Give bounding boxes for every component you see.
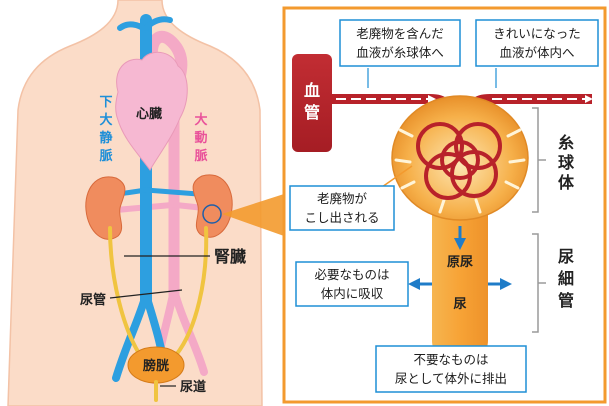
- svg-text:体: 体: [558, 173, 575, 192]
- svg-text:脈: 脈: [194, 148, 207, 164]
- kidney-label: 腎臓: [214, 247, 246, 266]
- ureters: [108, 226, 209, 357]
- urine-label: 尿: [453, 297, 466, 312]
- renal-tubule: [432, 202, 488, 356]
- callout-filtered: 老廃物が こし出される: [289, 185, 395, 231]
- heart-label: 心臓: [136, 106, 162, 122]
- callout-excrete: 不要なものは 尿として体外に排出: [375, 345, 527, 393]
- svg-text:きれいになった: きれいになった: [493, 26, 581, 41]
- primary-urine-label: 原尿: [447, 255, 473, 270]
- vena-cava-label: 下 大 静 脈: [99, 95, 112, 164]
- blood-vessel-label: 血 管: [304, 81, 320, 122]
- svg-text:尿として体外に排出: 尿として体外に排出: [395, 371, 507, 386]
- svg-text:大: 大: [99, 112, 112, 128]
- bladder-label: 膀胱: [142, 358, 169, 374]
- svg-text:こし出される: こし出される: [304, 210, 379, 225]
- svg-text:必要なものは: 必要なものは: [314, 267, 389, 282]
- svg-text:下: 下: [99, 95, 112, 110]
- svg-text:脈: 脈: [99, 148, 112, 164]
- glomerulus-label: 糸 球 体: [558, 133, 575, 192]
- svg-text:球: 球: [558, 153, 575, 172]
- svg-text:大: 大: [194, 112, 207, 128]
- callout-waste-blood: 老廃物を含んだ 血液が糸球体へ: [339, 19, 461, 67]
- svg-text:静: 静: [99, 130, 112, 146]
- renal-tubule-label: 尿 細 管: [558, 247, 574, 310]
- urethra-label: 尿道: [180, 379, 206, 395]
- callout-reabsorb: 必要なものは 体内に吸収: [295, 261, 409, 307]
- heart: [115, 51, 188, 171]
- svg-text:血液が体内へ: 血液が体内へ: [499, 45, 574, 60]
- svg-text:血液が糸球体へ: 血液が糸球体へ: [356, 45, 444, 60]
- svg-text:細: 細: [558, 269, 574, 288]
- svg-text:老廃物を含んだ: 老廃物を含んだ: [356, 26, 444, 41]
- callout-clean-blood: きれいになった 血液が体内へ: [475, 19, 599, 67]
- svg-text:管: 管: [558, 291, 574, 310]
- brackets: [532, 107, 546, 333]
- svg-text:管: 管: [304, 103, 320, 122]
- body-figure: 心臓 下 大 静 脈 大 動 脈 腎臓 尿管 膀胱 尿道: [7, 0, 284, 406]
- zoom-connector: [222, 194, 284, 236]
- left-kidney: [192, 174, 233, 238]
- ureter-label: 尿管: [80, 292, 106, 308]
- svg-text:尿: 尿: [558, 247, 574, 266]
- svg-text:老廃物が: 老廃物が: [317, 191, 368, 206]
- glomerulus: [416, 122, 502, 200]
- svg-text:体内に吸収: 体内に吸収: [321, 286, 384, 301]
- svg-text:血: 血: [304, 81, 320, 100]
- filtrate-streaks: [394, 128, 526, 214]
- nephron-detail: 血 管 糸 球 体 尿 細 管 原尿 尿: [292, 54, 593, 378]
- leader-lines: [109, 255, 210, 387]
- kidney-focus-ring: [202, 204, 222, 224]
- blood-vessel: [292, 54, 332, 152]
- svg-text:糸: 糸: [558, 133, 574, 152]
- aorta-label: 大 動 脈: [194, 112, 207, 164]
- svg-text:不要なものは: 不要なものは: [413, 352, 488, 367]
- svg-text:動: 動: [194, 130, 207, 146]
- right-kidney: [85, 176, 126, 240]
